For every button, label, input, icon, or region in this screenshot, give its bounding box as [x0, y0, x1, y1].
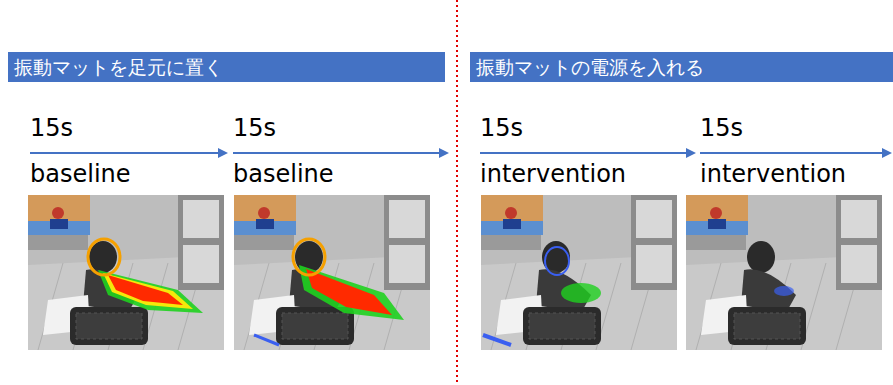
phase-label: baseline: [233, 160, 334, 188]
timeline-arrows: [30, 153, 890, 154]
duration-label: 15s: [480, 114, 523, 142]
phase-label: intervention: [700, 160, 846, 188]
phase-label: intervention: [480, 160, 626, 188]
phase-band: 振動マットを足元に置く: [8, 52, 445, 82]
phase-title: 振動マットを足元に置く: [8, 52, 223, 82]
phase-title: 振動マットの電源を入れる: [470, 52, 704, 82]
phase-label: baseline: [30, 160, 131, 188]
duration-label: 15s: [700, 114, 743, 142]
phase-band: 振動マットの電源を入れる: [470, 52, 893, 82]
duration-label: 15s: [233, 114, 276, 142]
duration-label: 15s: [30, 114, 73, 142]
photo-frames: [28, 195, 882, 350]
divider-line: [456, 0, 458, 385]
